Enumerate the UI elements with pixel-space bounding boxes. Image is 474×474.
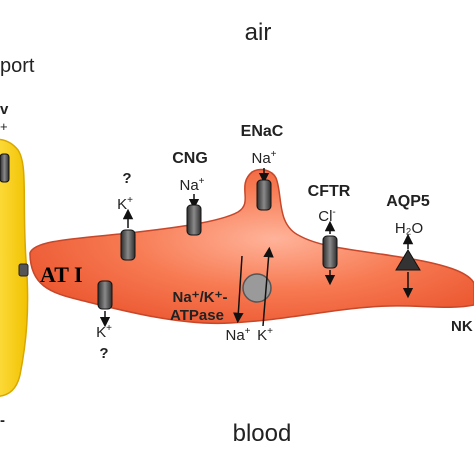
at1-label: AT I bbox=[40, 262, 83, 287]
aqp5-water-label: H₂O bbox=[395, 220, 423, 237]
enac-ion-label: Na+ bbox=[251, 149, 276, 167]
enac-label: ENaC bbox=[241, 123, 284, 140]
k-channel-apical-ion-label: K+ bbox=[117, 195, 133, 213]
atpase-label-line1: Na⁺/K⁺- bbox=[172, 289, 227, 306]
cropped-right-label: NK bbox=[451, 318, 473, 335]
cng-channel-icon bbox=[186, 204, 202, 236]
cropped-channel-label: v bbox=[0, 101, 9, 118]
tight-junction-icon bbox=[18, 263, 29, 277]
cftr-ion-label: Cl- bbox=[318, 207, 336, 225]
atpase-na-label: Na+ bbox=[225, 326, 250, 344]
k-channel-apical-icon bbox=[120, 229, 136, 261]
k-channel-basolateral-icon bbox=[97, 280, 113, 310]
k-channel-apical-question: ? bbox=[122, 170, 131, 187]
atpase-k-influx-arrow bbox=[262, 246, 274, 327]
cftr-channel-icon bbox=[322, 235, 338, 269]
cropped-transport-label: port bbox=[0, 55, 35, 77]
air-label: air bbox=[245, 19, 272, 46]
atpase-k-label: K+ bbox=[257, 326, 273, 344]
aqp5-water-channel-icon bbox=[395, 249, 421, 271]
neighbor-cell bbox=[0, 138, 29, 397]
aqp5-label: AQP5 bbox=[386, 193, 430, 210]
neighbor-channel-icon bbox=[0, 153, 10, 183]
cftr-label: CFTR bbox=[308, 183, 351, 200]
blood-label: blood bbox=[233, 420, 292, 447]
at1-cell bbox=[29, 168, 474, 325]
cng-ion-label: Na+ bbox=[179, 176, 204, 194]
cng-label: CNG bbox=[172, 150, 208, 167]
k-channel-basolateral-ion-label: K+ bbox=[96, 323, 112, 341]
atpase-na-efflux-arrow bbox=[233, 255, 244, 324]
na-k-atpase-pump-icon bbox=[242, 273, 272, 303]
enac-channel-icon bbox=[256, 179, 272, 211]
cropped-left-bottom-fragment: - bbox=[0, 412, 5, 429]
k-channel-basolateral-question: ? bbox=[99, 345, 108, 362]
atpase-label-line2: ATPase bbox=[170, 307, 224, 324]
cropped-ion-label: + bbox=[0, 119, 8, 134]
